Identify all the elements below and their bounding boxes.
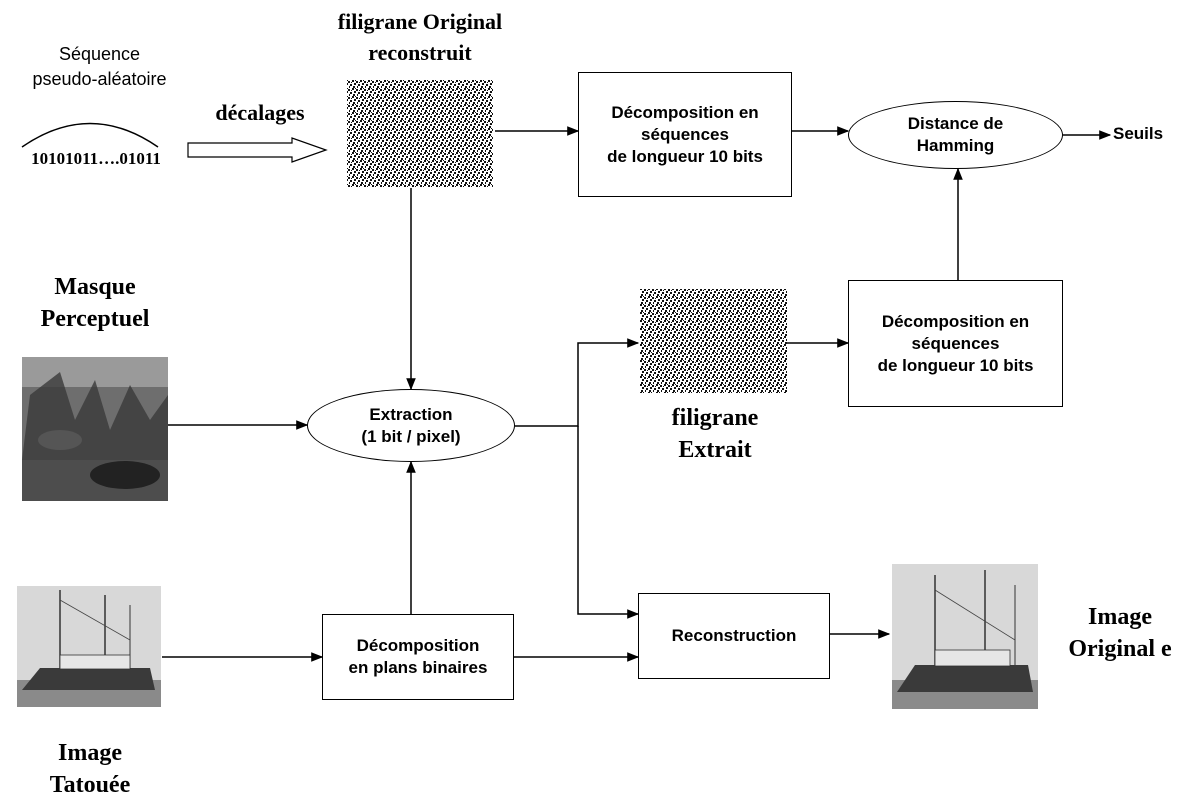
perceptual-mask-image (22, 357, 168, 501)
edge-extraction-branch (515, 338, 640, 427)
thresholds-label: Seuils (1113, 124, 1164, 143)
extracted-watermark-title: filigrane Extrait (671, 405, 759, 463)
original-image (892, 564, 1038, 709)
sequence-title: Séquence pseudo-aléatoire (32, 44, 167, 89)
extraction-node: Extraction (1 bit / pixel) (307, 389, 515, 462)
sequence-brace (21, 122, 159, 148)
mask-title: Masque Perceptuel (40, 274, 150, 332)
original-image-title: Image Original e (1068, 604, 1172, 662)
watermarked-image-title: Image Tatouée (49, 740, 131, 798)
shifts-label: décalages (215, 100, 305, 125)
decomposition-top-box: Décomposition en séquences de longueur 1… (578, 72, 792, 197)
shift-arrow (187, 137, 328, 163)
decomposition-mid-box: Décomposition en séquences de longueur 1… (848, 280, 1063, 407)
original-watermark-title: filigrane Original reconstruit (337, 9, 503, 65)
extracted-watermark-image (640, 289, 787, 393)
edge-extraction-to-reconstruction (577, 426, 640, 619)
watermarked-image (17, 586, 161, 707)
bit-sequence: 10101011….01011 (31, 149, 161, 168)
bitplane-decomposition-box: Décomposition en plans binaires (322, 614, 514, 700)
hamming-distance-node: Distance de Hamming (848, 101, 1063, 169)
reconstruction-box: Reconstruction (638, 593, 830, 679)
original-watermark-image (347, 80, 493, 187)
